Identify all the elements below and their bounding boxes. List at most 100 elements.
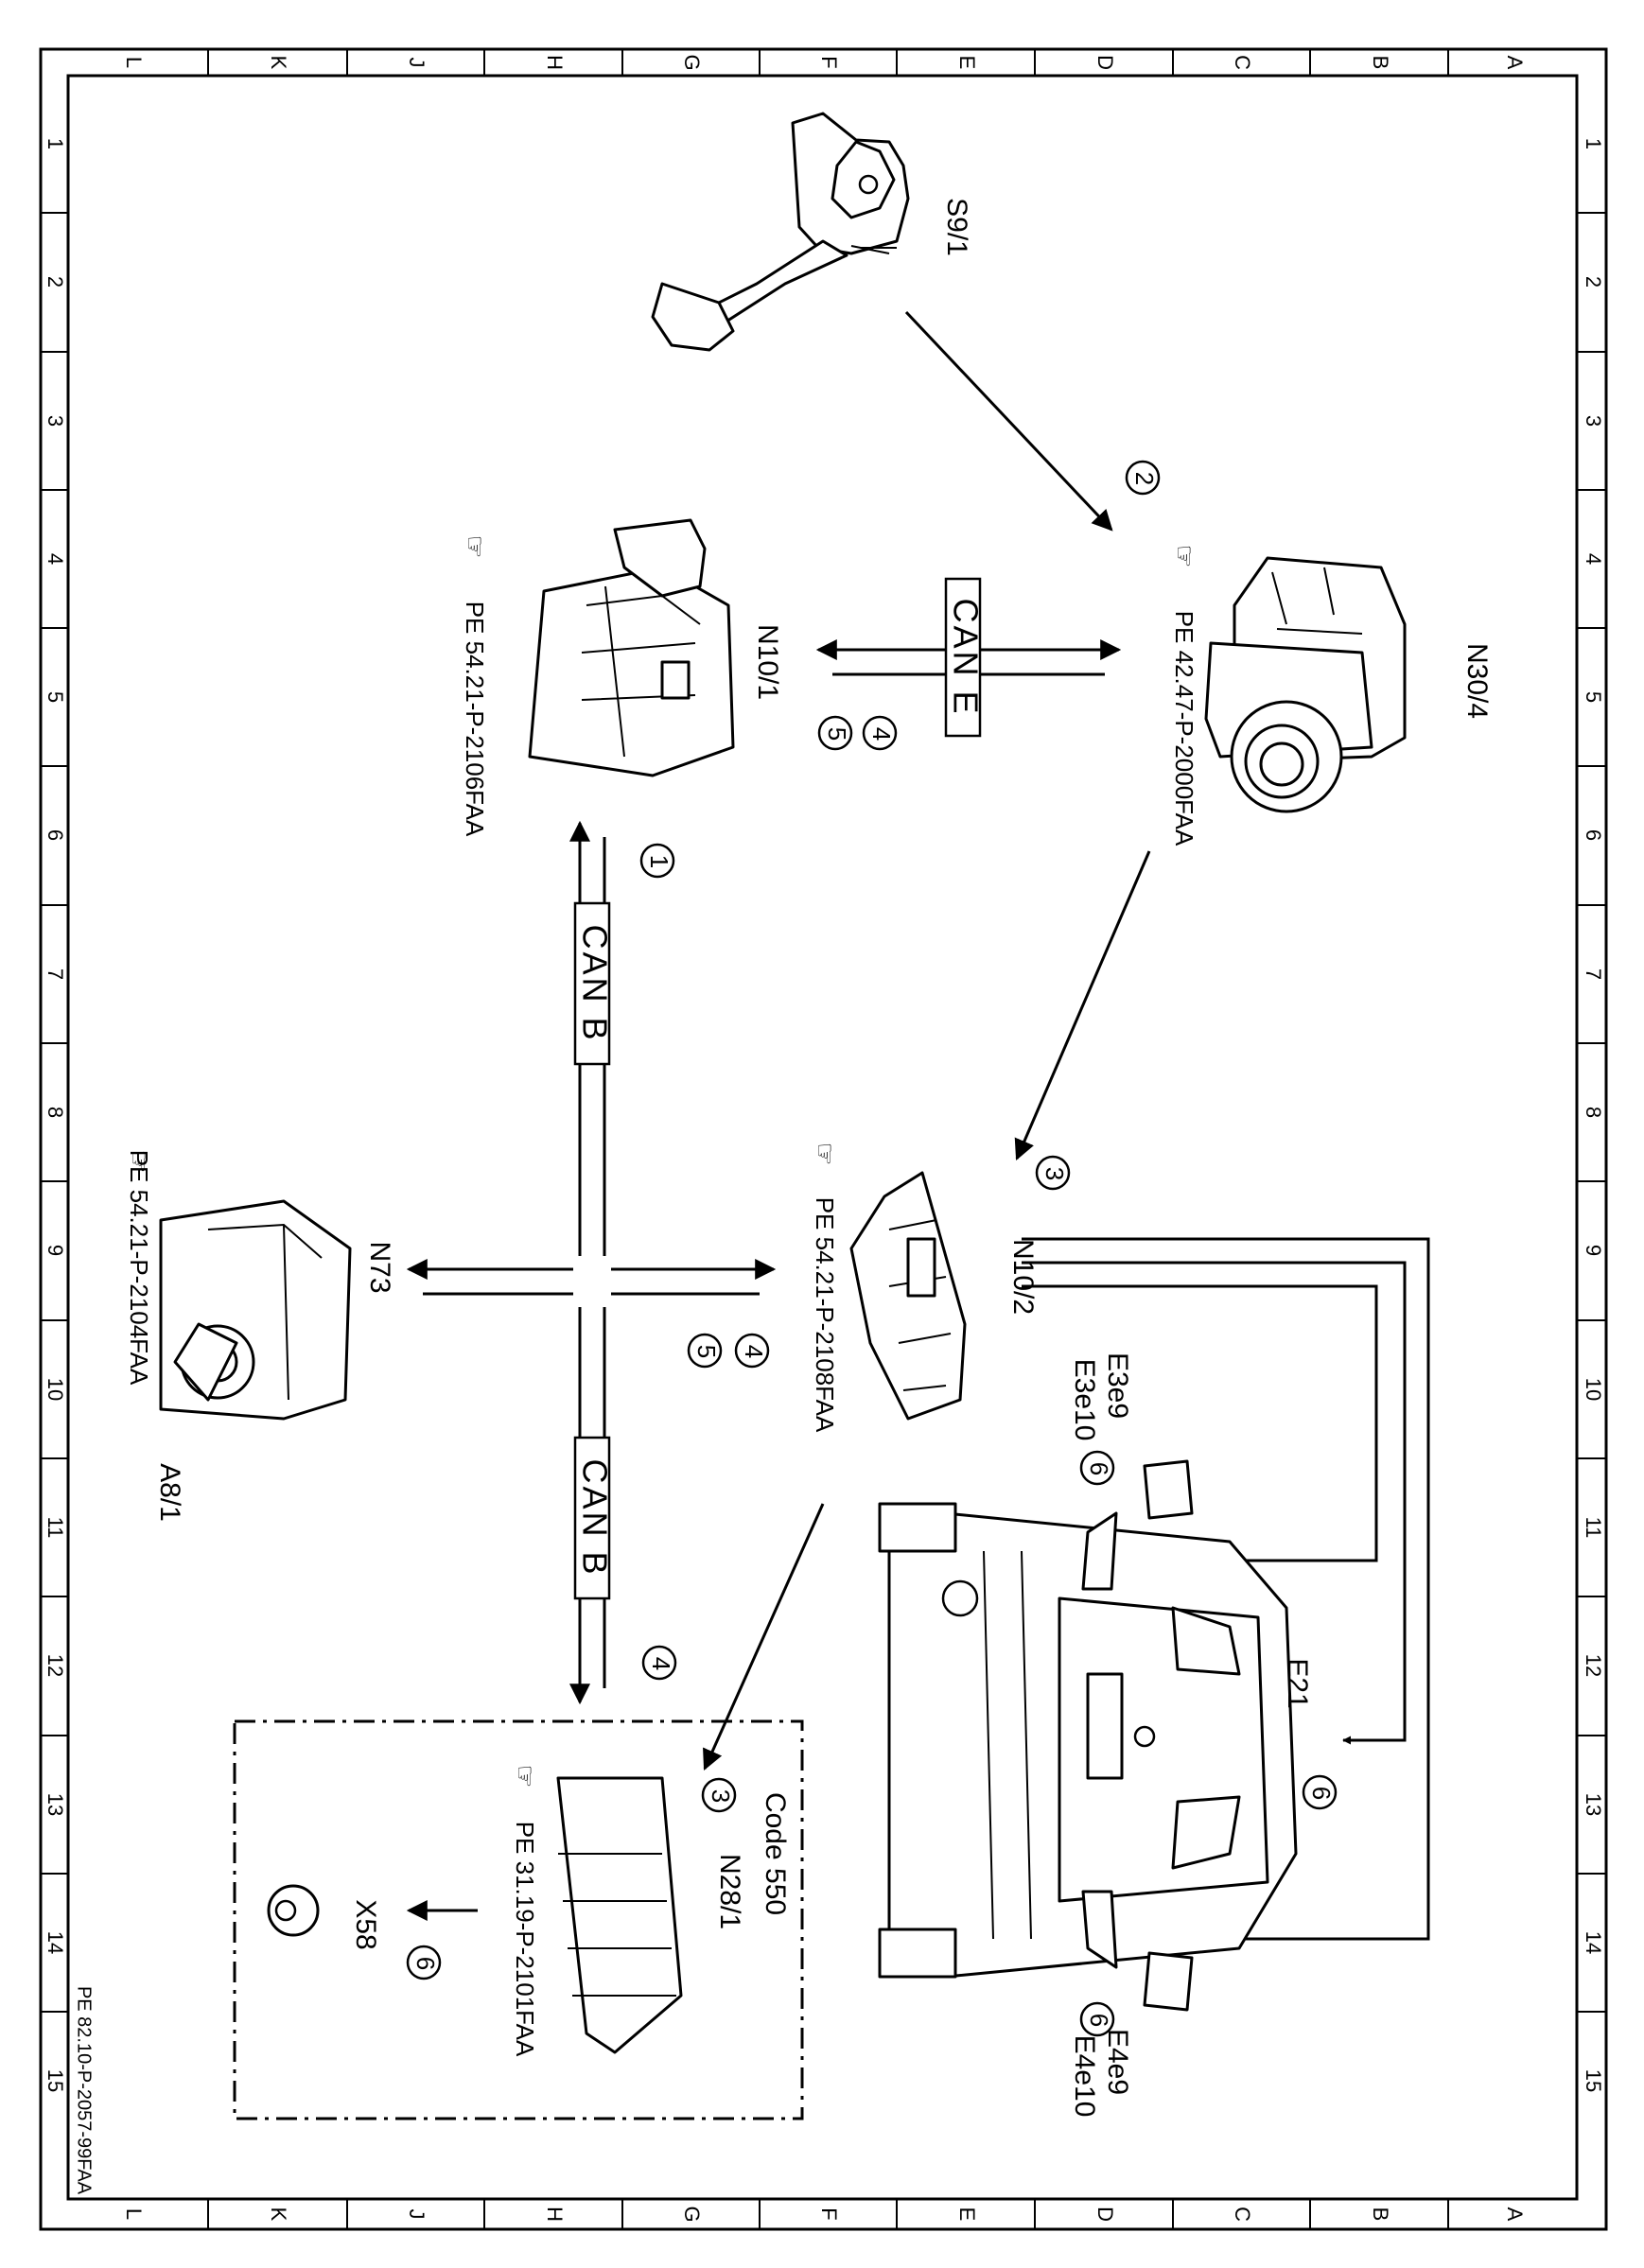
grid-row-label: 15: [44, 2069, 67, 2092]
can-b-bus: CAN B CAN B: [406, 820, 777, 1705]
n30-4-esp-control-unit: N30/4 PE 42.47-P-2000FAA ☞: [1170, 544, 1493, 846]
grid-bottom-ticks: [207, 2199, 1449, 2229]
n30-4-reference: PE 42.47-P-2000FAA: [1170, 611, 1198, 846]
grid-row-label: 5: [44, 691, 67, 703]
code-550-option-box: Code 550 N28/1 PE 31.19-P-2101FAA ☞ X58: [233, 1719, 804, 2120]
step-number: 4: [867, 727, 896, 741]
grid-row-label: 12: [1582, 1654, 1605, 1677]
step-number: 4: [647, 1657, 675, 1670]
grid-left-ticks: [41, 212, 68, 2013]
signal-arrows: [406, 310, 1151, 1921]
grid-row-label: 14: [44, 1931, 67, 1954]
grid-col-label: C: [1231, 55, 1254, 70]
grid-row-label: 15: [1582, 2069, 1605, 2092]
step-number: 6: [1085, 2014, 1113, 2027]
x58-label: X58: [350, 1899, 381, 1949]
step-marker: 2: [1125, 460, 1161, 496]
e3e10-label: E3e10: [1069, 1359, 1100, 1441]
grid-col-label: E: [955, 56, 979, 70]
grid-col-label: B: [1369, 56, 1392, 70]
grid-row-labels-right: 1 2 3 4 5 6 7 8 9 10 11 12 13 14 15: [1582, 138, 1605, 2092]
grid-row-label: 8: [1582, 1107, 1605, 1118]
drawing-code: PE 82.10-P-2057-99FAA: [74, 1986, 95, 2195]
grid-row-label: 13: [44, 1793, 67, 1816]
grid-col-label: J: [405, 58, 428, 68]
step-markers: 1 2 3 3 4 4 4 5 5 6 6 6 6: [406, 460, 1338, 2037]
grid-col-label: B: [1369, 2207, 1392, 2222]
grid-col-label: G: [680, 2206, 704, 2222]
a8-1-reference: PE 54.21-P-2104FAA: [125, 1150, 153, 1386]
can-b-lower-label: CAN B: [575, 1458, 614, 1577]
s9-1-label: S9/1: [941, 198, 972, 256]
grid-row-label: 5: [1582, 691, 1605, 703]
step-marker: 6: [1302, 1774, 1338, 1810]
step-marker: 5: [817, 715, 853, 751]
grid-row-label: 14: [1582, 1931, 1605, 1954]
s9-1-brake-pedal-switch: S9/1: [651, 112, 972, 352]
grid-col-label: A: [1503, 2207, 1527, 2222]
grid-col-label: A: [1503, 56, 1527, 70]
grid-column-labels-bottom: L K J H G F E D C B A: [122, 2206, 1527, 2222]
code-550-label: Code 550: [760, 1792, 791, 1915]
can-b-upper-label: CAN B: [575, 924, 614, 1042]
grid-col-label: C: [1231, 2207, 1254, 2222]
n30-4-label: N30/4: [1461, 643, 1493, 719]
step-marker: 6: [406, 1945, 442, 1980]
reference-hand-icon: ☞: [125, 1149, 154, 1173]
e4e9-label: E4e9: [1102, 2029, 1133, 2095]
step-number: 4: [740, 1345, 768, 1358]
n28-1-trailer-module: N28/1 PE 31.19-P-2101FAA ☞: [511, 1764, 745, 2057]
step-number: 5: [692, 1345, 721, 1358]
grid-row-label: 7: [1582, 968, 1605, 980]
grid-col-label: H: [543, 2207, 567, 2222]
grid-row-label: 2: [1582, 276, 1605, 288]
step-marker: 4: [734, 1333, 770, 1369]
grid-row-label: 11: [1582, 1517, 1605, 1539]
step-number: 1: [645, 855, 673, 868]
reference-hand-icon: ☞: [1170, 544, 1199, 567]
grid-row-label: 1: [1582, 138, 1605, 149]
grid-top-ticks: [207, 49, 1449, 76]
grid-row-label: 4: [1582, 553, 1605, 565]
grid-col-label: F: [817, 2207, 841, 2220]
grid-column-labels-top: L K J H G F E D C B A: [122, 54, 1527, 70]
n10-1-reference: PE 54.21-P-2106FAA: [461, 602, 489, 837]
grid-col-label: H: [543, 55, 567, 70]
grid-row-label: 6: [1582, 829, 1605, 841]
can-e-bus: CAN E: [815, 577, 1122, 738]
grid-row-label: 8: [44, 1107, 67, 1118]
n28-1-label: N28/1: [714, 1854, 745, 1929]
grid-col-label: F: [817, 56, 841, 68]
grid-right-ticks: [1577, 212, 1606, 2013]
n10-2-label: N10/2: [1007, 1239, 1039, 1315]
grid-col-label: G: [680, 54, 704, 70]
n10-2-sam-rear: N10/2 PE 54.21-P-2108FAA ☞: [811, 1142, 1039, 1433]
drawing-frame: L K J H G F E D C B A L K J H G F E D C …: [39, 47, 1608, 2231]
step-marker: 3: [1035, 1155, 1071, 1191]
vehicle-rear-view: E21 E3e9 E3e10 E4e9 E4e10: [878, 1352, 1313, 2117]
step-marker: 3: [701, 1777, 737, 1813]
step-number: 2: [1130, 472, 1159, 485]
step-marker: 1: [639, 843, 675, 879]
grid-row-label: 2: [44, 276, 67, 288]
n10-1-sam-front: N10/1 PE 54.21-P-2106FAA ☞: [461, 518, 783, 837]
step-number: 6: [1085, 1462, 1113, 1475]
n28-1-reference: PE 31.19-P-2101FAA: [511, 1822, 539, 2057]
grid-row-label: 4: [44, 553, 67, 565]
grid-row-label: 1: [44, 138, 67, 149]
step-marker: 4: [862, 715, 898, 751]
step-number: 6: [1307, 1787, 1336, 1800]
reference-hand-icon: ☞: [811, 1142, 840, 1165]
grid-col-label: K: [267, 56, 290, 70]
grid-row-label: 9: [44, 1245, 67, 1256]
step-marker: 6: [1079, 2001, 1115, 2037]
grid-row-label: 12: [44, 1654, 67, 1677]
step-number: 5: [823, 727, 851, 741]
grid-col-label: D: [1093, 55, 1117, 70]
grid-col-label: J: [405, 2209, 428, 2220]
grid-row-label: 6: [44, 829, 67, 841]
reference-hand-icon: ☞: [511, 1764, 540, 1788]
reference-hand-icon: ☞: [461, 534, 490, 558]
e21-label: E21: [1282, 1658, 1313, 1708]
